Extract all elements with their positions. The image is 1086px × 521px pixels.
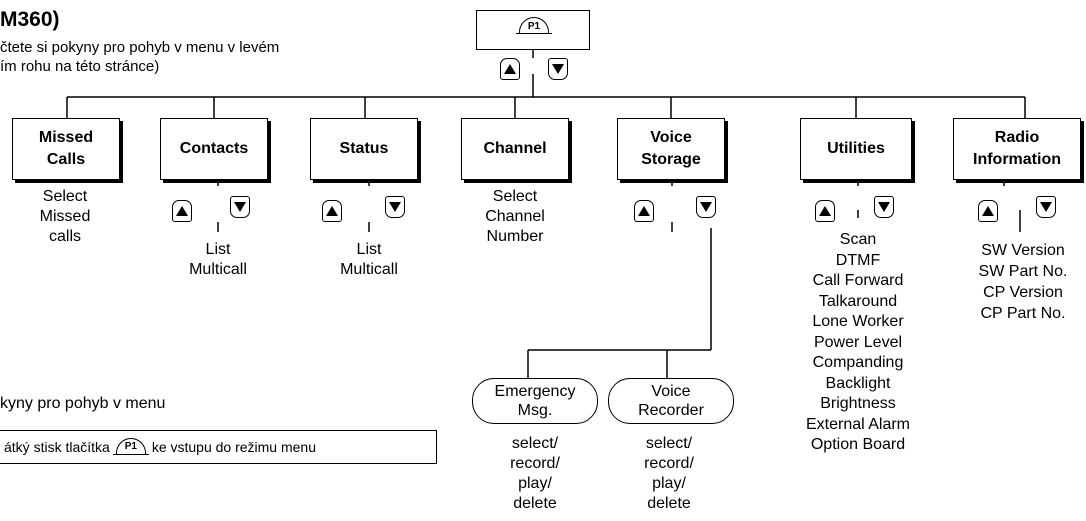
option-item: Lone Worker — [812, 313, 904, 330]
option-item: Companding — [812, 354, 904, 371]
option-item: Call Forward — [812, 272, 904, 289]
intro-text: čtete si pokyny pro pohyb v menu v levém… — [0, 38, 279, 76]
menu-channel: Channel — [461, 118, 569, 180]
down-arrow-key-icon — [548, 58, 568, 80]
menu-label: Storage — [641, 151, 701, 168]
submenu-label: Msg. — [517, 402, 553, 419]
option-item: Brightness — [820, 395, 896, 412]
down-arrow-key-icon — [874, 196, 894, 218]
option-item: CP Part No. — [980, 305, 1066, 322]
menu-contacts: Contacts — [160, 118, 268, 180]
option-item: Scan — [839, 231, 877, 248]
menu-label: Channel — [483, 140, 547, 157]
option-item: Option Board — [810, 436, 906, 453]
page-title: M360) — [0, 8, 60, 31]
option-item: Channel — [485, 208, 545, 225]
up-arrow-key-icon — [172, 200, 192, 222]
submenu-label: Recorder — [638, 402, 704, 419]
option-item: Select — [42, 188, 88, 205]
p1-key-icon: P1 — [516, 17, 552, 34]
menu-label: Status — [339, 140, 389, 157]
option-item: select/ — [645, 435, 693, 452]
submenu-label: Voice — [651, 383, 691, 400]
option-item: Number — [486, 228, 544, 245]
down-arrow-key-icon — [385, 196, 405, 218]
down-arrow-key-icon — [1036, 196, 1056, 218]
option-item: record/ — [510, 455, 560, 472]
emergency-msg-options: select/ record/ play/ delete — [480, 434, 590, 514]
contacts-options: List Multicall — [168, 240, 268, 280]
channel-options: Select Channel Number — [465, 187, 565, 247]
option-item: Missed — [39, 208, 91, 225]
navigation-note: kyny pro pohyb v menu — [0, 395, 166, 412]
down-arrow-key-icon — [696, 196, 716, 218]
menu-label: Voice — [650, 129, 692, 146]
instruction-text-after: ke vstupu do režimu menu — [151, 439, 317, 455]
option-item: delete — [647, 495, 691, 512]
option-item: delete — [513, 495, 557, 512]
intro-line-1: čtete si pokyny pro pohyb v menu v levém — [0, 39, 280, 56]
option-item: Talkaround — [818, 292, 898, 310]
p1-key-label: P1 — [124, 441, 137, 452]
option-item: Backlight — [825, 374, 891, 392]
instruction-box: átký stisk tlačítka P1 ke vstupu do reži… — [0, 430, 437, 464]
option-item: Select — [492, 188, 538, 205]
missed-calls-options: Select Missed calls — [15, 187, 115, 247]
option-item: External Alarm — [805, 415, 911, 433]
intro-line-2: ím rohu na této stránce) — [0, 58, 160, 75]
option-item: CP Version — [983, 284, 1063, 301]
option-item: play/ — [518, 475, 552, 492]
menu-label: Radio — [994, 129, 1040, 146]
option-item: List — [356, 241, 382, 258]
menu-label: Missed — [38, 129, 94, 146]
option-item: record/ — [644, 455, 694, 472]
status-options: List Multicall — [319, 240, 419, 280]
submenu-label: Emergency — [494, 383, 576, 400]
menu-label: Information — [973, 151, 1061, 168]
option-item: DTMF — [835, 251, 881, 269]
up-arrow-key-icon — [978, 200, 998, 222]
p1-key-label: P1 — [527, 20, 541, 32]
p1-key-icon: P1 — [112, 437, 149, 455]
option-item: select/ — [511, 435, 559, 452]
up-arrow-key-icon — [634, 200, 654, 222]
up-arrow-key-icon — [500, 58, 520, 80]
menu-root-box: P1 — [476, 10, 590, 50]
utilities-options: Scan DTMF Call Forward Talkaround Lone W… — [780, 230, 936, 456]
option-item: Multicall — [189, 261, 247, 278]
menu-label: Utilities — [827, 140, 885, 157]
voice-recorder-options: select/ record/ play/ delete — [614, 434, 724, 514]
instruction-text-before: átký stisk tlačítka — [4, 439, 110, 455]
up-arrow-key-icon — [815, 200, 835, 222]
menu-label: Calls — [46, 151, 86, 168]
menu-label: Contacts — [179, 140, 249, 157]
option-item: calls — [48, 228, 81, 245]
option-item: SW Version — [981, 242, 1065, 259]
menu-utilities: Utilities — [800, 118, 912, 180]
radio-information-options: SW Version SW Part No. CP Version CP Par… — [960, 240, 1086, 324]
option-item: Power Level — [813, 333, 903, 351]
option-item: play/ — [652, 475, 686, 492]
option-item: List — [205, 241, 231, 258]
menu-status: Status — [310, 118, 418, 180]
up-arrow-key-icon — [322, 200, 342, 222]
option-item: Multicall — [340, 261, 398, 278]
option-item: SW Part No. — [978, 263, 1068, 280]
down-arrow-key-icon — [230, 196, 250, 218]
